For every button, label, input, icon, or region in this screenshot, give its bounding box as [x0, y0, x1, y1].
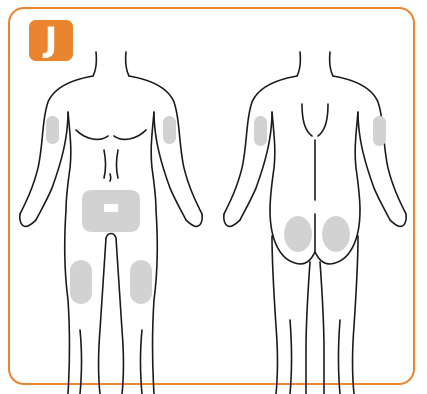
back-left-upper-arm-zone: [254, 116, 267, 146]
front-right-leg-outer: [153, 210, 158, 394]
back-right-hand: [390, 214, 406, 226]
front-left-hand: [20, 214, 36, 226]
front-right-knee: [141, 330, 143, 394]
back-scapula-left: [302, 104, 312, 136]
front-left-leg-outer: [65, 210, 70, 394]
front-left-knee: [80, 330, 82, 394]
front-neck-left: [93, 52, 96, 76]
front-left-upper-arm-zone: [46, 116, 59, 144]
front-right-hand: [186, 214, 202, 226]
back-right-upper-arm-zone: [373, 116, 386, 146]
front-right-leg-inner: [116, 238, 124, 394]
front-left-leg-inner: [99, 238, 107, 394]
front-left-thigh-zone: [70, 260, 92, 304]
back-left-leg-outer: [272, 236, 278, 394]
back-neck-right: [330, 52, 333, 76]
back-left-buttock-zone: [284, 216, 312, 252]
back-body-figure: [224, 52, 406, 394]
front-navel: [110, 174, 111, 181]
front-abdomen-line-right: [117, 150, 119, 178]
front-right-arm-outer: [129, 76, 202, 214]
front-neck-right: [126, 52, 129, 76]
front-left-arm-outer: [20, 76, 93, 214]
front-chest-left: [76, 130, 108, 139]
front-chest-right: [114, 130, 146, 139]
back-right-leg-inner: [320, 262, 324, 394]
front-abdomen-line-left: [104, 150, 106, 178]
step-badge: J: [29, 20, 73, 61]
front-right-upper-arm-zone: [163, 116, 176, 144]
back-right-knee: [339, 320, 341, 394]
back-left-knee: [290, 320, 292, 394]
front-right-thigh-zone: [130, 260, 152, 304]
back-right-leg-outer: [353, 236, 359, 394]
back-right-buttock-zone: [322, 216, 350, 252]
front-crotch: [106, 234, 116, 239]
back-right-arm-outer: [333, 76, 406, 214]
back-scapula-right: [318, 104, 328, 136]
front-abdomen-zone: [82, 190, 140, 232]
back-neck-left: [297, 52, 300, 76]
back-left-leg-inner: [306, 262, 310, 394]
back-left-hand: [224, 214, 240, 226]
